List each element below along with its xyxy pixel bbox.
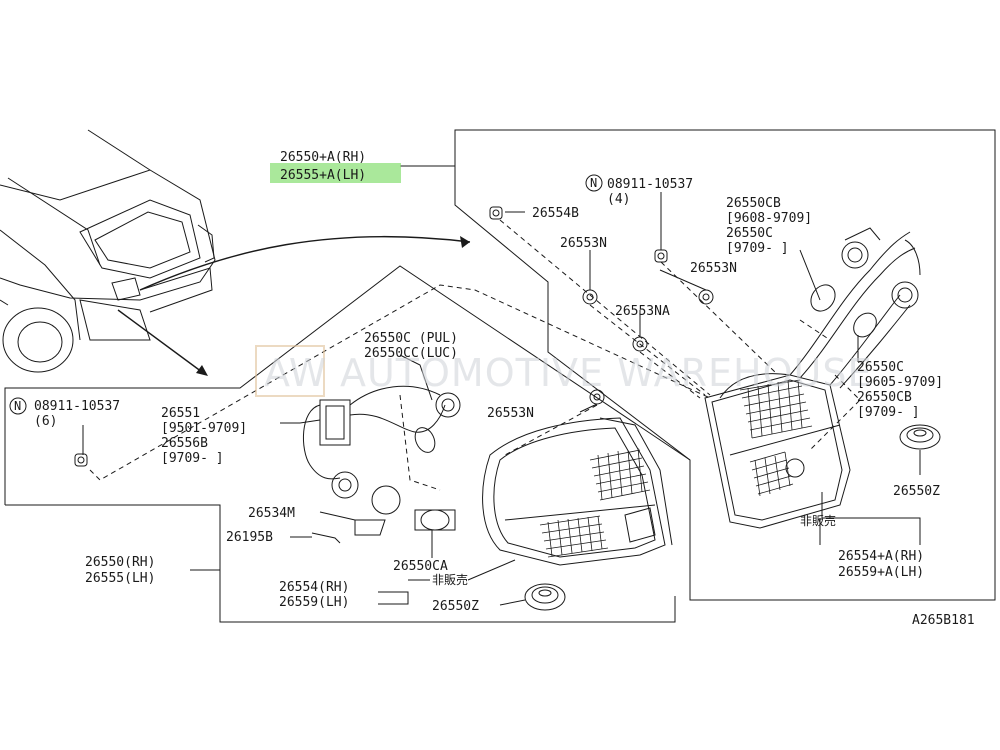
label-bulb-c-2[interactable]: 26550C	[857, 360, 904, 375]
watermark-logo: AW	[264, 351, 328, 395]
label-socket-pul[interactable]: 26550C (PUL)	[364, 331, 458, 346]
left-lens-grid	[539, 447, 651, 558]
label-bolt-top[interactable]: 08911-10537	[607, 177, 693, 192]
label-screw[interactable]: 26195B	[226, 530, 273, 545]
label-assy2-lh[interactable]: 26555(LH)	[85, 571, 155, 586]
label-bulb-ca[interactable]: 26550CA	[393, 559, 448, 574]
label-packing-z-2[interactable]: 26550Z	[893, 484, 940, 499]
assembly-guide-lines	[89, 219, 861, 491]
label-grommet-2[interactable]: 26553N	[690, 261, 737, 276]
label-socket-luc[interactable]: 26550CC(LUC)	[364, 346, 458, 361]
right-lens-grid	[739, 379, 813, 497]
watermark: AW AUTOMOTIVE WAREHOUSE	[255, 345, 872, 397]
vehicle-rear-view	[0, 129, 216, 373]
watermark-logo-box	[255, 345, 325, 397]
label-assy-rh[interactable]: 26550+A(RH)	[280, 150, 366, 165]
label-bulb-cb-2-range: [9709- ]	[857, 405, 920, 420]
n-mark-left: N	[14, 399, 21, 413]
right-lamp-housing	[704, 227, 921, 529]
label-bolt-left-qty: (6)	[34, 414, 57, 429]
label-not-for-sale-1: 非販売	[432, 572, 468, 587]
diagram-code: A265B181	[912, 613, 975, 628]
left-packing	[524, 583, 566, 611]
label-grommet-3[interactable]: 26553NA	[615, 304, 670, 319]
n-mark-top: N	[590, 176, 597, 190]
frame-lines	[4, 129, 996, 623]
part-labels: 26550+A(RH) 26555+A(LH) 26554B N 08911-1…	[9, 150, 975, 628]
left-lamp-lens	[482, 417, 673, 566]
label-not-for-sale-2: 非販売	[800, 513, 836, 528]
label-harness-b-range: [9709- ]	[161, 451, 224, 466]
label-nut-top[interactable]: 26554B	[532, 206, 579, 221]
label-bulb-c-2-range: [9605-9709]	[857, 375, 943, 390]
label-harness-a[interactable]: 26551	[161, 406, 200, 421]
pointer-arrows	[117, 235, 471, 376]
label-packing[interactable]: 26534M	[248, 506, 295, 521]
label-harness-a-range: [9501-9709]	[161, 421, 247, 436]
n-circle-left-icon	[9, 397, 27, 415]
label-bolt-left[interactable]: 08911-10537	[34, 399, 120, 414]
label-grommet-4[interactable]: 26553N	[487, 406, 534, 421]
label-bolt-top-qty: (4)	[607, 192, 630, 207]
label-bulb-cb-1-range: [9608-9709]	[726, 211, 812, 226]
label-packing-z-1[interactable]: 26550Z	[432, 599, 479, 614]
label-lens2-rh[interactable]: 26554+A(RH)	[838, 549, 924, 564]
left-harness	[302, 385, 461, 544]
label-grommet-1[interactable]: 26553N	[560, 236, 607, 251]
label-lens2-lh[interactable]: 26559+A(LH)	[838, 565, 924, 580]
label-harness-b[interactable]: 26556B	[161, 436, 208, 451]
leader-lines	[82, 165, 921, 606]
label-bulb-c-1-range: [9709- ]	[726, 241, 789, 256]
label-bulb-cb-2[interactable]: 26550CB	[857, 390, 912, 405]
label-bulb-c-1[interactable]: 26550C	[726, 226, 773, 241]
highlight-selected-part	[270, 163, 401, 183]
label-bulb-cb-1[interactable]: 26550CB	[726, 196, 781, 211]
label-lens-rh[interactable]: 26554(RH)	[279, 580, 349, 595]
label-assy2-rh[interactable]: 26550(RH)	[85, 555, 155, 570]
label-assy-lh[interactable]: 26555+A(LH)	[280, 168, 366, 183]
label-lens-lh[interactable]: 26559(LH)	[279, 595, 349, 610]
n-circle-top-icon	[585, 174, 603, 192]
right-packing	[899, 424, 941, 450]
watermark-text: AUTOMOTIVE WAREHOUSE	[340, 351, 872, 395]
